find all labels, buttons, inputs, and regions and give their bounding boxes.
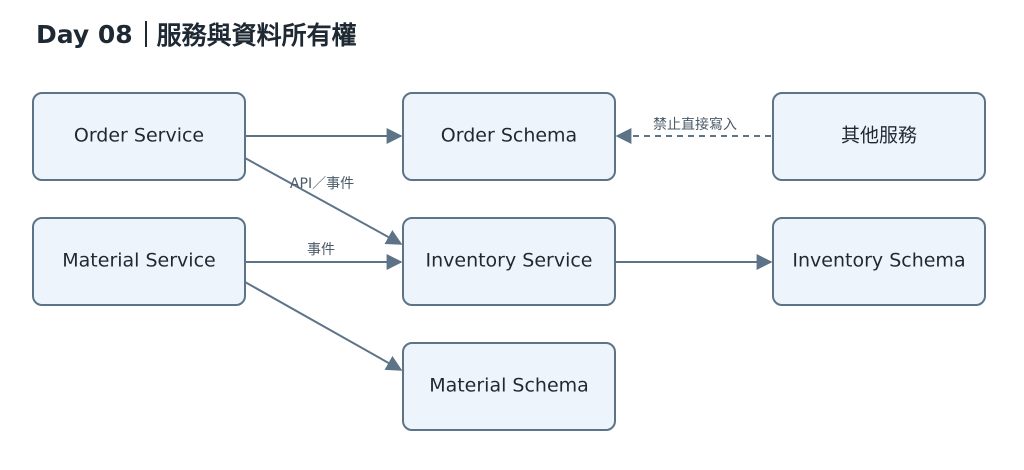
node-other-services-label: 其他服務 <box>841 125 917 147</box>
title-separator <box>144 21 147 47</box>
node-order-service: Order Service <box>32 92 246 181</box>
node-order-schema: Order Schema <box>402 92 616 181</box>
node-order-schema-label: Order Schema <box>441 125 577 147</box>
edge-order-service-to-inventory-service <box>244 157 403 245</box>
title-prefix: Day 08 <box>36 19 133 49</box>
edge-label-event: 事件 <box>307 242 335 258</box>
node-inventory-schema: Inventory Schema <box>772 217 986 306</box>
page-title: Day 08 服務與資料所有權 <box>36 14 357 54</box>
edge-material-service-to-material-schema <box>244 281 403 371</box>
node-other-services: 其他服務 <box>772 92 986 181</box>
node-material-service-label: Material Service <box>62 250 215 272</box>
title-text: 服務與資料所有權 <box>156 21 357 50</box>
node-material-schema: Material Schema <box>402 342 616 431</box>
edge-label-api-event: API／事件 <box>290 176 354 192</box>
node-material-service: Material Service <box>32 217 246 306</box>
node-inventory-schema-label: Inventory Schema <box>792 250 965 272</box>
node-material-schema-label: Material Schema <box>429 375 589 397</box>
edge-label-no-direct-write: 禁止直接寫入 <box>653 116 737 133</box>
node-inventory-service-label: Inventory Service <box>425 250 592 272</box>
node-inventory-service: Inventory Service <box>402 217 616 306</box>
node-order-service-label: Order Service <box>74 125 204 147</box>
